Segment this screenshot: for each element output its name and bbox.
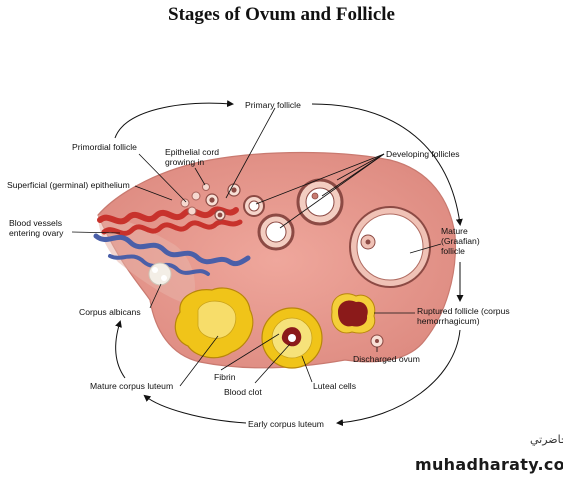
site-logo: ﻣﺤﺎﺿﺮﺗﻲ (530, 433, 563, 446)
label-superficial-epithelium: Superficial (germinal) epithelium (7, 180, 130, 190)
label-mature-corpus-luteum: Mature corpus luteum (90, 381, 174, 391)
artery-2 (101, 219, 243, 236)
label-developing-follicles: Developing follicles (386, 149, 460, 159)
label-luteal-cells: Luteal cells (313, 381, 356, 391)
arrow-primary-to-mature (311, 103, 463, 226)
leader-lines (71, 107, 442, 387)
label-blood-clot: Blood clot (224, 387, 262, 397)
label-primary-follicle: Primary follicle (245, 100, 301, 110)
corpus-albicans (148, 262, 172, 286)
arrow-mature-to-albicans (115, 320, 126, 379)
page-title: Stages of Ovum and Follicle (168, 4, 395, 25)
label-primordial-follicle: Primordial follicle (72, 142, 137, 152)
cycle-arrows (114, 100, 464, 427)
label-epithelial-cord: Epithelial cord growing in (165, 147, 219, 167)
label-blood-vessels: Blood vessels entering ovary (9, 218, 64, 238)
label-mature-follicle: Mature (Graafian) follicle (441, 226, 480, 256)
arrow-early-to-mature (143, 394, 247, 424)
vein (93, 233, 251, 267)
label-corpus-albicans: Corpus albicans (79, 307, 141, 317)
label-early-corpus-luteum: Early corpus luteum (248, 419, 324, 429)
discharged-ovum (370, 334, 384, 348)
primary-follicles (205, 183, 241, 221)
arrow-ruptured-to-early (336, 329, 461, 427)
artery (97, 206, 239, 225)
arrow-primordial-to-primary (114, 100, 234, 139)
label-fibrin: Fibrin (214, 372, 236, 382)
graafian-follicle (349, 206, 431, 288)
early-corpus-luteum (261, 307, 323, 369)
label-ruptured-follicle: Ruptured follicle (corpus hemorrhagicum) (417, 306, 510, 326)
label-discharged-ovum: Discharged ovum (353, 354, 420, 364)
primordial-follicles (180, 183, 210, 216)
mature-corpus-luteum (174, 287, 254, 359)
ruptured-follicle (331, 293, 376, 334)
site-watermark[interactable]: muhadharaty.com (415, 455, 563, 474)
